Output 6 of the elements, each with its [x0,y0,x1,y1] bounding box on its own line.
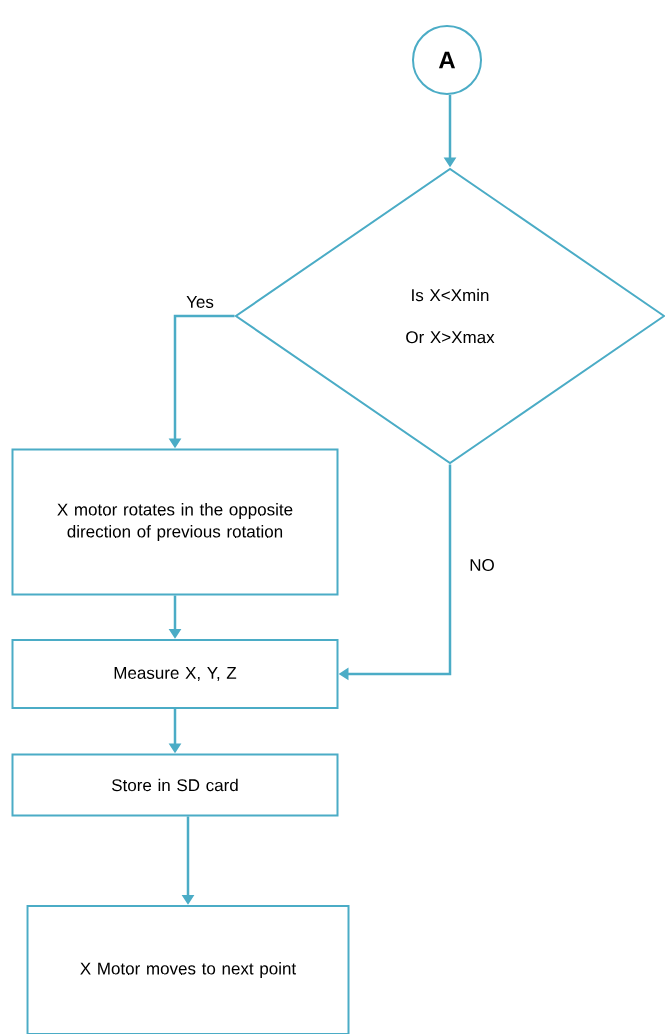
process-box: Measure X, Y, Z [11,639,339,709]
process-box: X Motor moves to next point [26,905,350,1034]
process-box: Store in SD card [11,753,339,817]
edge-label: NO [468,558,496,572]
edge-label: Yes [185,295,215,309]
process-box: X motor rotates in the opposite direction of previous rotation [11,448,339,596]
